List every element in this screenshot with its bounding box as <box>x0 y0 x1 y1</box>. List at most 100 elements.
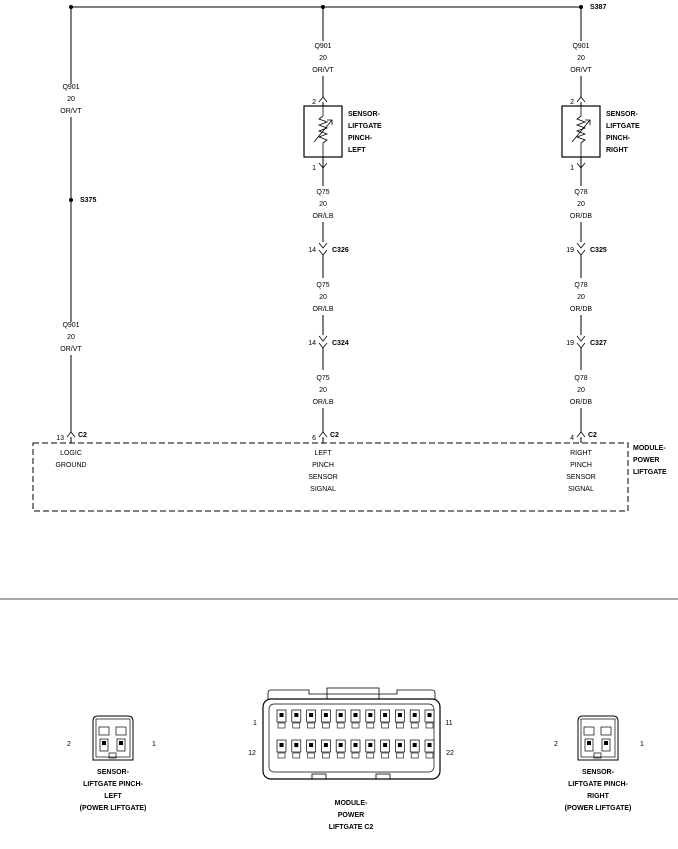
connector-c326-label: C326 <box>332 247 349 254</box>
wire-label-right-2: Q78 20 OR/DB <box>570 282 593 313</box>
wire-label-right-1: Q78 20 OR/DB <box>570 189 593 220</box>
pin-cavity-terminal <box>412 713 417 717</box>
pin-cavity-lock <box>410 722 419 729</box>
sensor-right-pin2-terminal <box>576 96 586 103</box>
connector-view-sensor-right <box>577 715 619 761</box>
svg-text:OR/DB: OR/DB <box>570 399 593 406</box>
module-pin-6-number: 6 <box>312 435 316 442</box>
svg-text:OR/DB: OR/DB <box>570 306 593 313</box>
svg-text:LIFTGATE: LIFTGATE <box>348 123 382 130</box>
svg-text:MODULE-: MODULE- <box>335 800 368 807</box>
pin-cavity-terminal <box>397 713 402 717</box>
connector-c325-pin: 19 <box>566 247 574 254</box>
svg-text:LIFTGATE PINCH-: LIFTGATE PINCH- <box>568 781 628 788</box>
svg-text:OR/LB: OR/LB <box>312 399 333 406</box>
pin-cavity-terminal <box>353 713 358 717</box>
pin-cavity-lock <box>277 752 286 759</box>
svg-text:SENSOR-: SENSOR- <box>348 111 381 118</box>
svg-text:LIFTGATE: LIFTGATE <box>633 469 667 476</box>
wire-label-left-lower: Q901 20 OR/VT <box>60 322 82 353</box>
module-pin-13-connector: C2 <box>78 432 87 439</box>
svg-text:LIFTGATE PINCH-: LIFTGATE PINCH- <box>83 781 143 788</box>
svg-text:20: 20 <box>577 387 585 394</box>
svg-text:OR/VT: OR/VT <box>570 67 592 74</box>
pin-cavity-lock <box>366 722 375 729</box>
pin-cavity-lock <box>410 752 419 759</box>
svg-text:LEFT: LEFT <box>104 793 122 800</box>
svg-text:Q901: Q901 <box>62 322 79 329</box>
svg-text:RIGHT: RIGHT <box>606 147 629 154</box>
svg-text:SENSOR-: SENSOR- <box>582 769 615 776</box>
svg-text:OR/LB: OR/LB <box>312 306 333 313</box>
sensor-left-pin-top: 2 <box>312 99 316 106</box>
module-view-pin-1: 1 <box>253 720 257 727</box>
pin-cavity-lock <box>307 722 315 729</box>
svg-text:Q75: Q75 <box>316 189 329 196</box>
svg-text:RIGHT: RIGHT <box>570 450 593 457</box>
connector-c325-label: C325 <box>590 247 607 254</box>
pin-cavity-lock <box>351 752 360 759</box>
svg-text:OR/VT: OR/VT <box>60 108 82 115</box>
svg-text:Q901: Q901 <box>572 43 589 50</box>
svg-text:RIGHT: RIGHT <box>587 793 610 800</box>
svg-text:Q75: Q75 <box>316 282 329 289</box>
module-view-pin-12: 12 <box>248 750 256 757</box>
pin-cavity-terminal <box>309 713 314 717</box>
svg-text:20: 20 <box>577 201 585 208</box>
module-pin-4-function: RIGHT PINCH SENSOR SIGNAL <box>566 450 596 493</box>
sensor-right-view-pin-2: 2 <box>554 741 558 748</box>
svg-text:Q901: Q901 <box>62 84 79 91</box>
svg-text:LEFT: LEFT <box>314 450 332 457</box>
sensor-left-view-pin-2: 2 <box>67 741 71 748</box>
svg-text:20: 20 <box>319 55 327 62</box>
svg-text:OR/DB: OR/DB <box>570 213 593 220</box>
pin-cavity-terminal <box>323 743 328 747</box>
connector-view-sensor-left <box>92 715 134 761</box>
svg-text:20: 20 <box>319 294 327 301</box>
pin-cavity-terminal <box>383 713 388 717</box>
wire-label-mid-top: Q901 20 OR/VT <box>312 43 334 74</box>
connector-c325-symbol <box>576 242 586 256</box>
pin-6-terminal <box>318 431 328 438</box>
pin-cavity-terminal <box>323 713 328 717</box>
pin-cavity-terminal <box>368 743 373 747</box>
module-pin-4-number: 4 <box>570 435 574 442</box>
svg-text:LIFTGATE C2: LIFTGATE C2 <box>329 824 374 831</box>
svg-text:Q901: Q901 <box>314 43 331 50</box>
pin-cavity-terminal <box>279 713 284 717</box>
sensor-left-view-pin-1: 1 <box>152 741 156 748</box>
svg-text:20: 20 <box>67 334 75 341</box>
pin-cavity-lock <box>396 722 404 729</box>
module-view-pin-22: 22 <box>446 750 454 757</box>
pin-cavity-terminal <box>368 713 373 717</box>
wire-label-mid-2: Q75 20 OR/LB <box>312 282 333 313</box>
pin-cavity-lock <box>381 722 389 729</box>
pin-cavity-terminal <box>427 743 432 747</box>
pin-cavity-lock <box>381 752 389 759</box>
svg-text:Q78: Q78 <box>574 375 587 382</box>
svg-text:SENSOR: SENSOR <box>308 474 338 481</box>
module-power-liftgate-box <box>32 442 629 512</box>
pin-cavity-terminal <box>338 713 343 717</box>
module-title: MODULE- POWER LIFTGATE <box>633 445 667 476</box>
pin-cavity-terminal <box>397 743 402 747</box>
module-pin-4-connector: C2 <box>588 432 597 439</box>
pin-cavity-lock <box>425 752 434 759</box>
svg-text:POWER: POWER <box>633 457 659 464</box>
svg-text:PINCH: PINCH <box>312 462 334 469</box>
pin-cavity-terminal <box>294 713 299 717</box>
module-pin-13-function: LOGIC GROUND <box>55 450 86 469</box>
wire-label-right-top: Q901 20 OR/VT <box>570 43 592 74</box>
svg-text:20: 20 <box>319 387 327 394</box>
connector-view-module-c2 <box>262 687 441 780</box>
svg-text:SENSOR-: SENSOR- <box>606 111 639 118</box>
pin-cavity-lock <box>322 752 330 759</box>
sensor-right-pin-bottom: 1 <box>570 165 574 172</box>
pin-cavity-lock <box>292 752 301 759</box>
pin-cavity-terminal <box>279 743 284 747</box>
module-pin-6-function: LEFT PINCH SENSOR SIGNAL <box>308 450 338 493</box>
connector-c327-pin: 19 <box>566 340 574 347</box>
splice-s375-label: S375 <box>80 197 96 204</box>
svg-text:GROUND: GROUND <box>55 462 86 469</box>
